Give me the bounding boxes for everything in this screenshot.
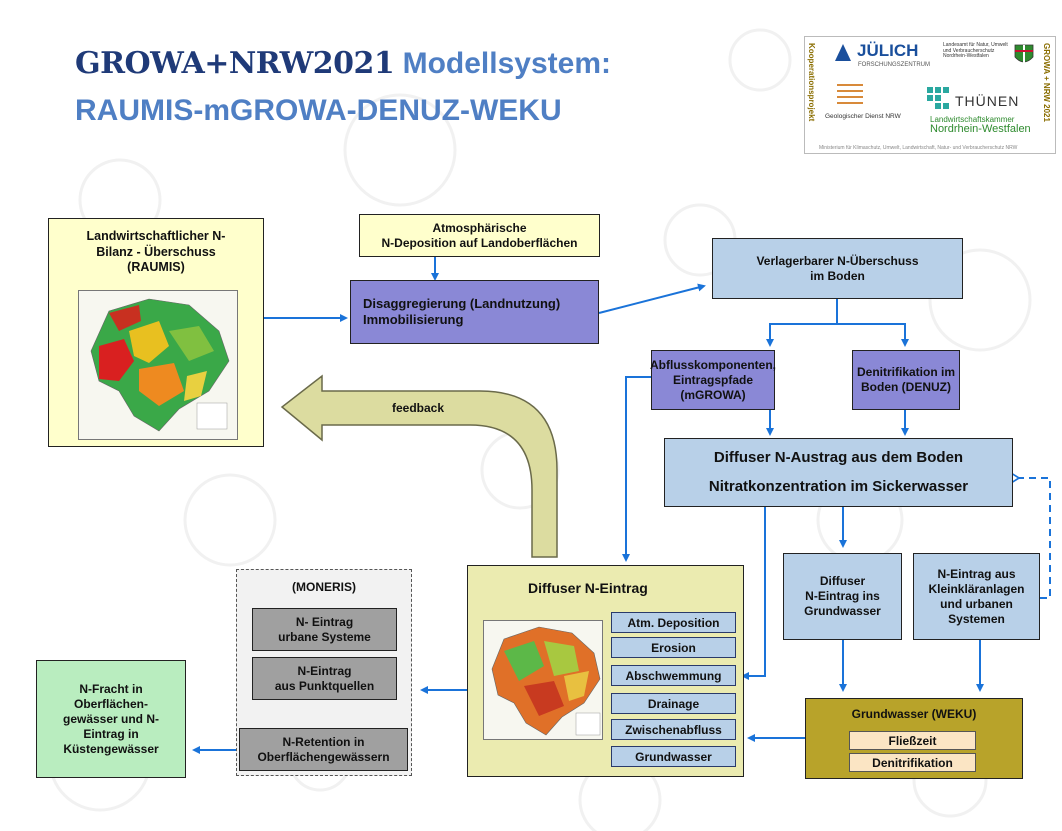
arrow-abfluss-eintrag [622, 376, 651, 562]
partner-logo-panel: Kooperationsprojekt GROWA + NRW 2021 JÜL… [804, 36, 1056, 154]
title-part1: GROWA+NRW2021 [75, 46, 395, 81]
arrow-verlager-abfluss [766, 299, 838, 347]
nrw-crest-icon [1014, 44, 1034, 63]
logo-side-left: Kooperationsprojekt [807, 43, 816, 122]
moneris-item-punkt: N-Eintrag aus Punktquellen [252, 657, 397, 700]
eintrag-item-abschwemmung: Abschwemmung [611, 665, 736, 686]
diffeintrag-map [483, 620, 603, 740]
verlager-box: Verlagerbarer N-Überschuss im Boden [712, 238, 963, 299]
diffaustrag-box: Diffuser N-Austrag aus dem Boden Nitratk… [664, 438, 1013, 507]
title-part2: Modellsystem: [394, 47, 611, 80]
arrow-disagg-verlager [598, 283, 706, 314]
feedback-label: feedback [392, 401, 445, 415]
raumis-map-image [90, 298, 230, 432]
logo-juelich: JÜLICH [857, 41, 919, 60]
abfluss-box: Abflusskomponenten, Eintragspfade (mGROW… [650, 350, 776, 410]
gw-item-denitrifikation: Denitrifikation [849, 753, 976, 772]
eintrag-item-grundwasser: Grundwasser [611, 746, 736, 767]
juelich-logo-icon [831, 41, 855, 65]
grundwasser-title: Grundwasser (WEKU) [851, 707, 977, 721]
arrow-verlager-denitr [837, 323, 909, 347]
logo-lwk1: Landwirtschaftskammer [930, 115, 1015, 124]
disagg-box: Disaggregierung (Landnutzung) Immobilisi… [350, 280, 599, 344]
nfracht-box: N-Fracht in Oberflächen- gewässer und N-… [36, 660, 186, 778]
page-subtitle: RAUMIS-mGROWA-DENUZ-WEKU [75, 94, 562, 127]
eintrag-item-erosion: Erosion [611, 637, 736, 658]
logo-gd: Geologischer Dienst NRW [825, 113, 901, 120]
thuenen-logo-icon [927, 87, 949, 109]
gd-logo-icon [837, 84, 863, 104]
logo-juelich-sub: FORSCHUNGSZENTRUM [858, 62, 930, 68]
page-title: GROWA+NRW2021 Modellsystem: [75, 46, 611, 81]
gw-item-fliesszeit: Fließzeit [849, 731, 976, 750]
denitr-box: Denitrifikation im Boden (DENUZ) [852, 350, 960, 410]
logo-side-right: GROWA + NRW 2021 [1042, 43, 1051, 122]
eintrag-item-atm: Atm. Deposition [611, 612, 736, 633]
moneris-item-retention: N-Retention in Oberflächengewässern [239, 728, 408, 771]
atm-deposition-box: Atmosphärische N-Deposition auf Landober… [359, 214, 600, 257]
diffeintrag-map-image [491, 626, 601, 736]
diffgw-box: Diffuser N-Eintrag ins Grundwasser [783, 553, 902, 640]
arrow-klein-austrag-dashed [1018, 478, 1051, 599]
eintrag-item-zwischenabfluss: Zwischenabfluss [611, 719, 736, 740]
logo-lanuv: Landesamt für Natur, Umwelt und Verbrauc… [943, 42, 1008, 59]
diffeintrag-title: Diffuser N-Eintrag [528, 580, 648, 596]
raumis-label: Landwirtschaftlicher N- Bilanz - Übersch… [86, 229, 226, 275]
kleinklaer-box: N-Eintrag aus Kleinkläranlagen und urban… [913, 553, 1040, 640]
moneris-title: (MONERIS) [292, 580, 356, 594]
feedback-arrow-shape [280, 374, 558, 558]
logo-thuenen: THÜNEN [955, 93, 1020, 109]
arrow-austrag-abschwemmung [741, 507, 766, 680]
logo-footer: Ministerium für Klimaschutz, Umwelt, Lan… [819, 145, 1018, 151]
moneris-item-urban: N- Eintrag urbane Systeme [252, 608, 397, 651]
eintrag-item-drainage: Drainage [611, 693, 736, 714]
logo-lwk2: Nordrhein-Westfalen [930, 123, 1031, 135]
raumis-map [78, 290, 238, 440]
